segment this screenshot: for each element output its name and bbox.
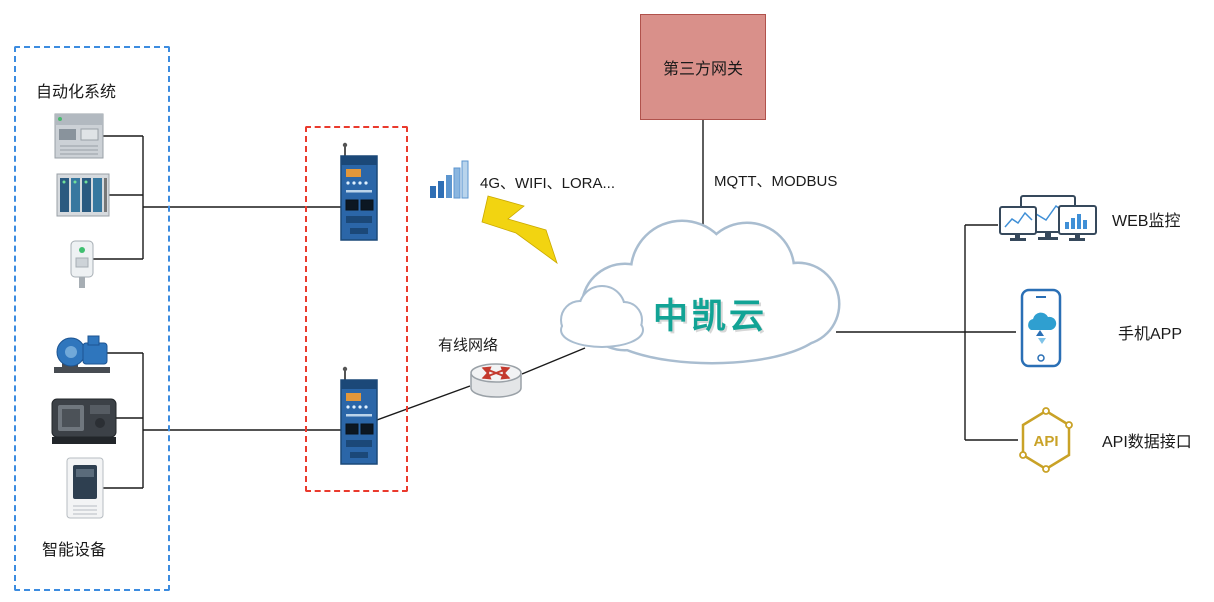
third-party-gateway-box: 第三方网关	[640, 14, 766, 120]
wireless-protocols-label: 4G、WIFI、LORA...	[480, 175, 616, 192]
automation-system-label: 自动化系统	[36, 84, 117, 101]
web-monitors-icon	[999, 195, 1097, 241]
router-icon	[470, 363, 522, 398]
lightning-bolt-icon	[481, 195, 558, 265]
cloud-platform-label: 中凯云	[652, 297, 767, 336]
api-badge-text: API	[1033, 433, 1058, 450]
signal-bars-icon	[430, 160, 469, 199]
protocol-label: MQTT、MODBUS	[714, 173, 838, 190]
inverter-icon	[66, 457, 104, 519]
plc-rack-icon	[56, 173, 110, 217]
pump-icon	[54, 335, 110, 373]
industrial-gateway-device-1	[340, 142, 378, 241]
mobile-app-label: 手机APP	[1118, 326, 1183, 343]
smartphone-cloud-icon	[1020, 288, 1062, 368]
web-monitor-label: WEB监控	[1112, 213, 1181, 230]
gateway-panel	[305, 126, 408, 492]
wired-network-label: 有线网络	[438, 337, 499, 354]
third-party-gateway-label: 第三方网关	[662, 61, 743, 78]
cloud-shape	[560, 219, 841, 365]
plc-controller-icon	[54, 113, 104, 159]
automation-devices-panel	[14, 46, 170, 591]
sensor-icon	[70, 240, 94, 288]
api-interface-label: API数据接口	[1102, 434, 1192, 451]
cnc-machine-icon	[51, 398, 117, 444]
industrial-gateway-device-2	[340, 366, 378, 465]
api-hexagon-icon: API	[1019, 407, 1073, 473]
smart-devices-label: 智能设备	[42, 542, 107, 559]
